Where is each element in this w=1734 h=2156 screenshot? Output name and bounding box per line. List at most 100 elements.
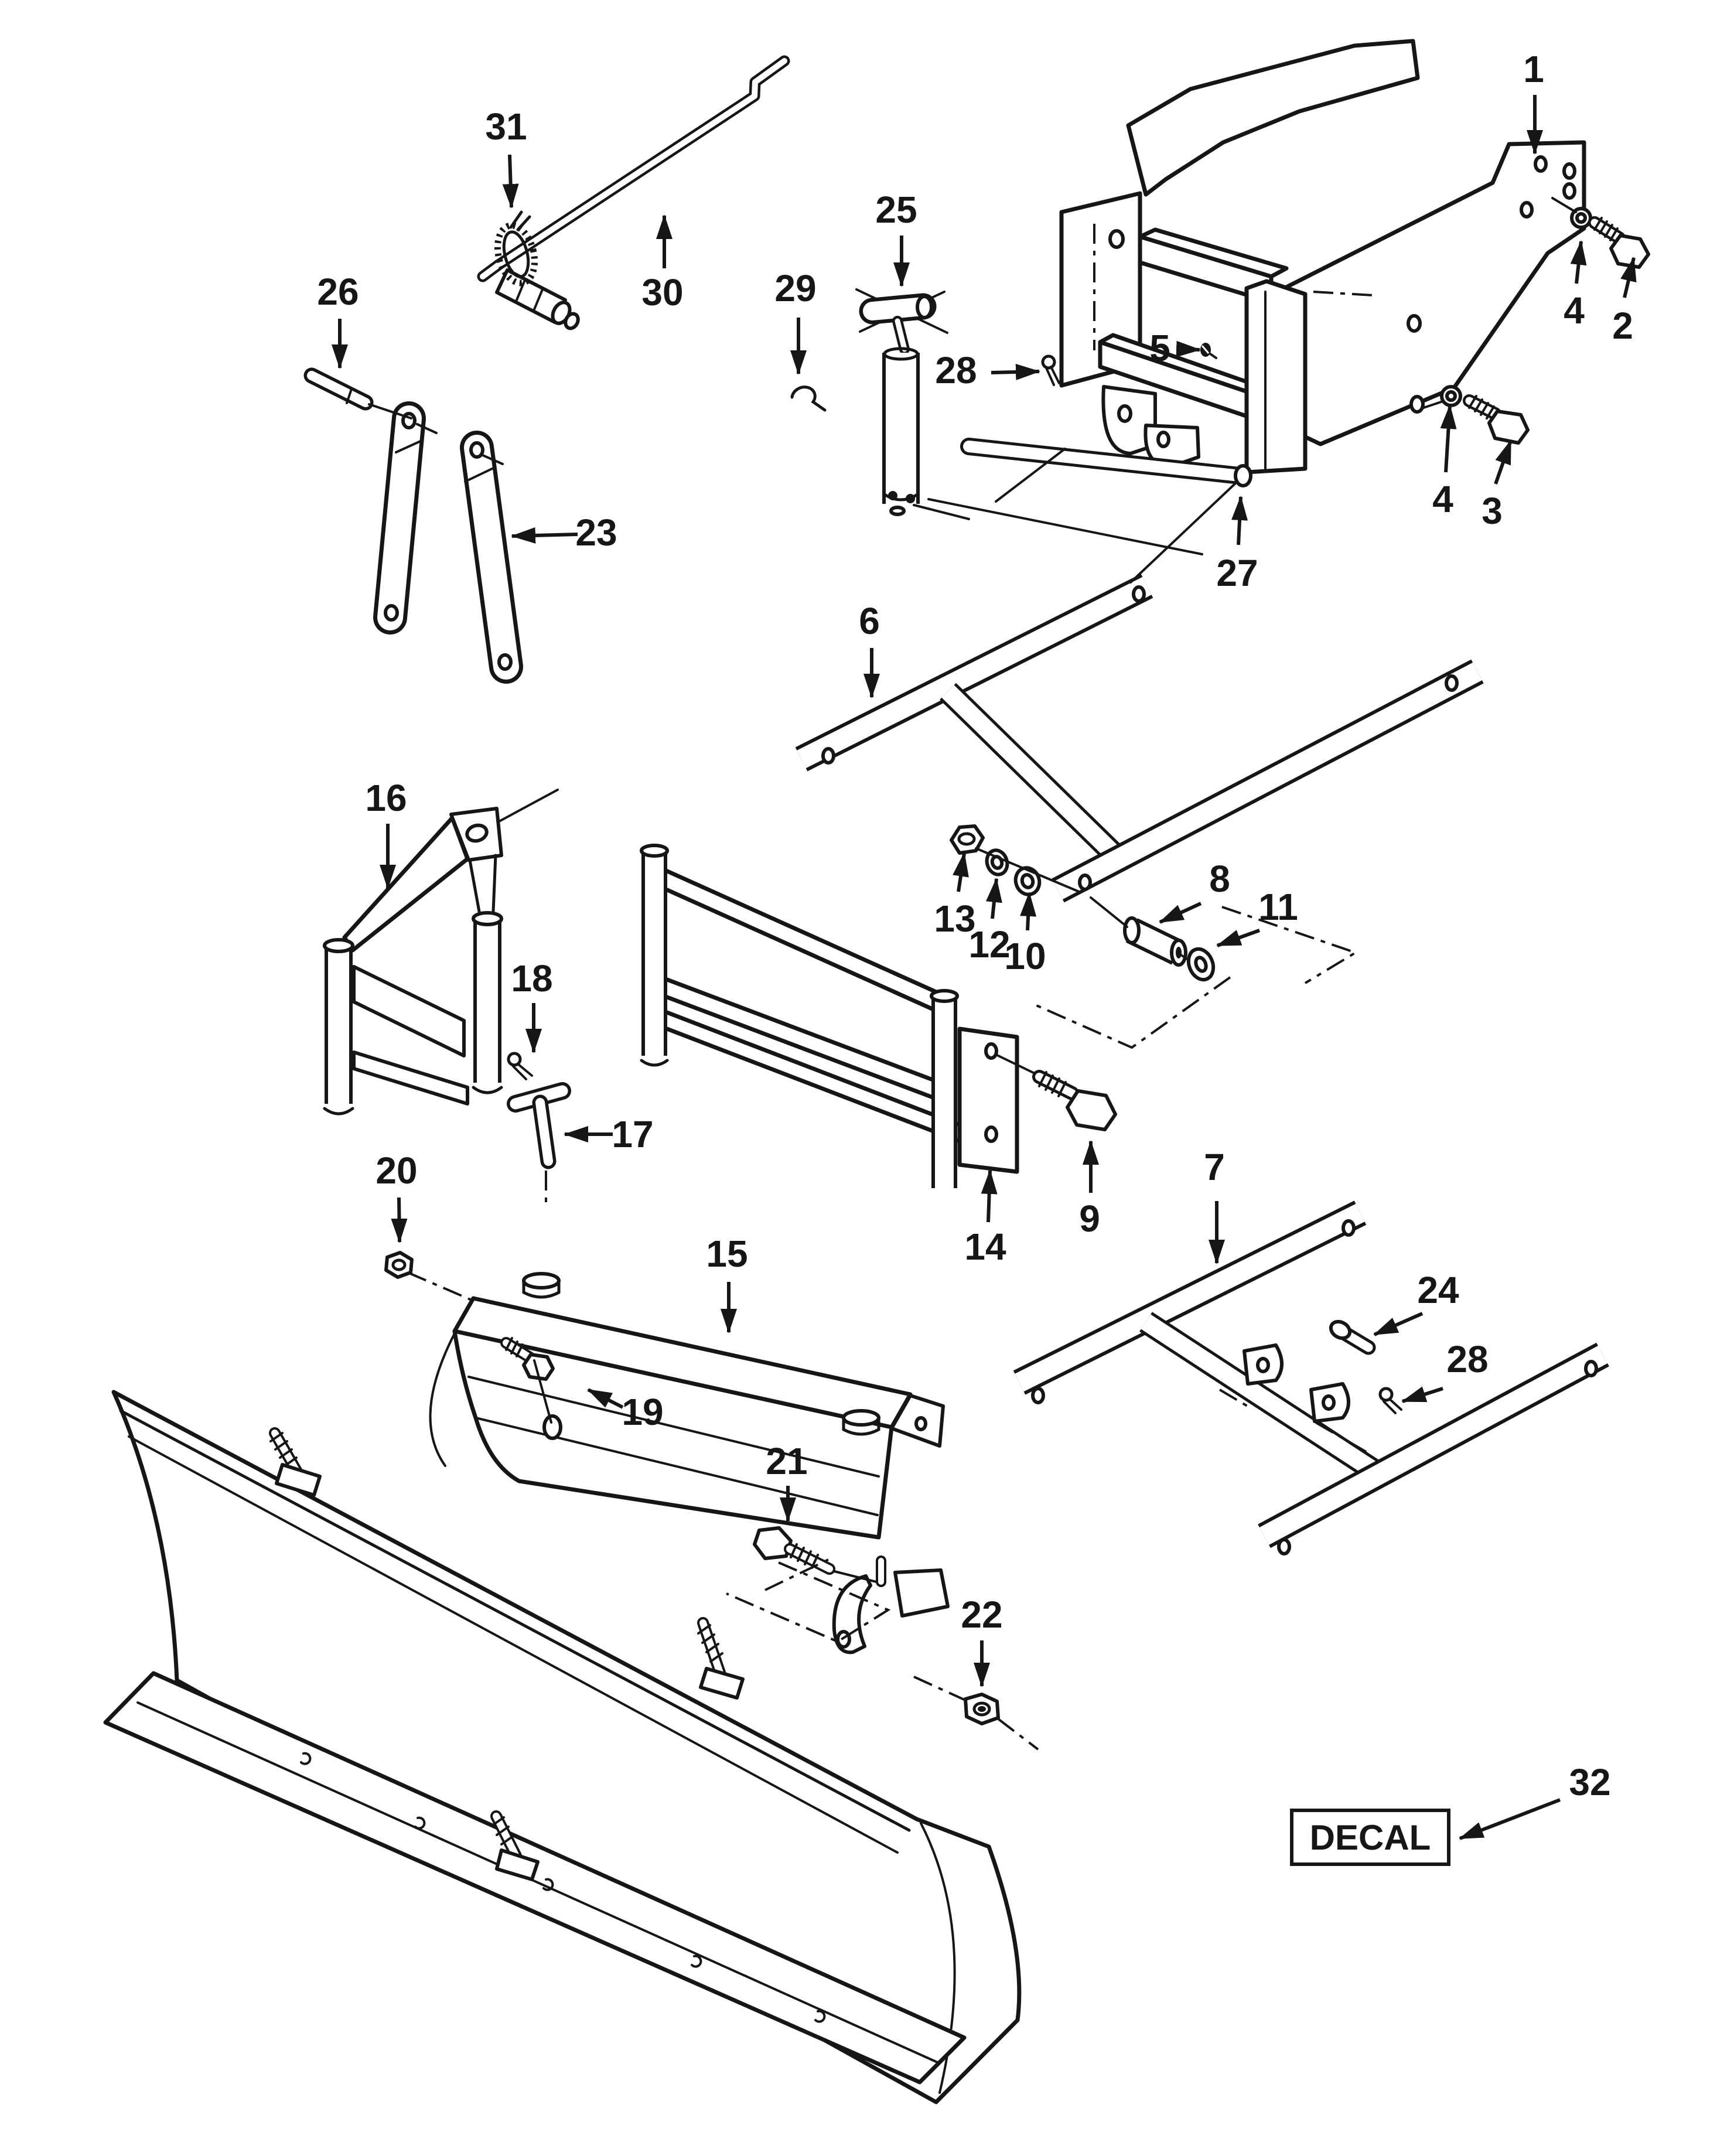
- callout-12: 12: [968, 878, 1011, 966]
- callout-arrow-3: [1494, 439, 1513, 485]
- callout-20: 20: [376, 1149, 418, 1243]
- callout-8: 8: [1159, 858, 1230, 924]
- callout-label-12: 12: [968, 923, 1010, 966]
- callout-2: 2: [1612, 257, 1637, 347]
- callout-label-17: 17: [612, 1113, 653, 1155]
- part-15-pivot-support: [429, 1272, 945, 1540]
- callout-label-16: 16: [365, 777, 407, 819]
- callout-label-11: 11: [1258, 886, 1298, 928]
- part-28-cotter-pin-upper: [1041, 354, 1060, 386]
- callout-label-26: 26: [317, 271, 359, 313]
- callout-arrow-11: [1216, 929, 1261, 947]
- callout-label-19: 19: [622, 1391, 663, 1433]
- callout-arrow-13: [953, 852, 969, 892]
- part-19-screw: [500, 1337, 555, 1381]
- callout-32: 32: [1459, 1761, 1611, 1840]
- callout-16: 16: [365, 777, 407, 889]
- callout-11: 11: [1216, 886, 1298, 947]
- callout-arrow-23: [511, 527, 578, 544]
- callout-arrow-32: [1459, 1798, 1561, 1840]
- part-24-clevis-pin: [1329, 1319, 1376, 1355]
- callout-9: 9: [1079, 1140, 1100, 1240]
- callout-label-2: 2: [1612, 305, 1633, 347]
- callout-23: 23: [511, 511, 617, 554]
- part-25-lift-cylinder: [855, 288, 948, 516]
- part-16-swivel-quadrant: [323, 789, 559, 1115]
- part-18-cotter-pin: [507, 1052, 533, 1080]
- callout-arrow-24: [1373, 1312, 1424, 1336]
- callout-label-20: 20: [376, 1149, 417, 1192]
- part-26-pin: [303, 367, 374, 411]
- callout-10: 10: [1004, 892, 1046, 977]
- part-7-angle-frame: [1013, 1200, 1609, 1555]
- callout-label-1: 1: [1523, 48, 1544, 90]
- callout-arrow-28: [1401, 1386, 1443, 1403]
- callout-label-28: 28: [935, 349, 977, 391]
- callout-7: 7: [1204, 1146, 1225, 1264]
- part-32-decal: DECAL: [1290, 1809, 1450, 1866]
- part-3-bolt-and-washer-4-lower: [1440, 385, 1530, 445]
- callout-label-28: 28: [1446, 1338, 1488, 1380]
- callout-6: 6: [859, 600, 880, 698]
- callout-arrow-4: [1440, 404, 1457, 473]
- part-6-lift-frame: [795, 574, 1484, 903]
- callout-label-7: 7: [1204, 1146, 1225, 1188]
- callout-label-31: 31: [485, 105, 527, 148]
- part-swivel-lock-latch: [832, 1555, 950, 1654]
- callout-label-29: 29: [774, 267, 816, 309]
- callout-label-22: 22: [961, 1594, 1002, 1636]
- callout-arrow-27: [1231, 496, 1248, 545]
- callout-28: 28: [935, 349, 1040, 391]
- callout-18: 18: [511, 957, 553, 1053]
- part-14-angle-frame: [640, 844, 1019, 1188]
- callout-label-24: 24: [1417, 1269, 1459, 1311]
- callout-label-30: 30: [641, 271, 683, 313]
- part-11-washer: [1186, 947, 1216, 982]
- callout-4: 4: [1432, 404, 1457, 520]
- decal-text: DECAL: [1310, 1818, 1431, 1857]
- callout-arrow-5: [1176, 340, 1201, 357]
- part-29-clip: [790, 386, 827, 412]
- callout-label-13: 13: [934, 898, 975, 940]
- callout-28: 28: [1401, 1338, 1489, 1403]
- part-23-link-straps: [373, 401, 523, 684]
- part-5-pin: [1200, 343, 1217, 359]
- callout-label-8: 8: [1209, 858, 1230, 900]
- callout-arrow-4: [1570, 240, 1587, 284]
- callout-30: 30: [641, 214, 684, 313]
- callout-5: 5: [1149, 327, 1201, 369]
- callout-arrow-8: [1159, 902, 1202, 924]
- callout-label-14: 14: [964, 1226, 1006, 1268]
- callout-25: 25: [875, 189, 917, 287]
- callout-4: 4: [1564, 240, 1587, 332]
- decal-box: [1290, 1809, 1450, 1866]
- callout-arrow-14: [981, 1169, 998, 1223]
- callout-3: 3: [1482, 439, 1513, 532]
- callout-label-32: 32: [1569, 1761, 1610, 1803]
- callout-label-27: 27: [1216, 552, 1258, 594]
- callout-label-5: 5: [1149, 327, 1170, 369]
- part-31-clamp: [494, 210, 538, 286]
- part-17-t-handle-pin: [507, 1082, 571, 1169]
- callout-label-4: 4: [1432, 478, 1453, 520]
- callout-arrow-2: [1620, 257, 1637, 298]
- callout-17: 17: [564, 1113, 654, 1155]
- part-28-cotter-pin-lower: [1378, 1387, 1402, 1414]
- part-blade-moldboard: [103, 1390, 1022, 2104]
- callout-arrow-20: [391, 1197, 408, 1243]
- callout-1: 1: [1523, 48, 1544, 155]
- part-8-spacer: [1123, 916, 1187, 967]
- callout-27: 27: [1216, 496, 1258, 594]
- callout-arrow-19: [587, 1388, 624, 1409]
- callout-label-6: 6: [859, 600, 880, 642]
- callout-21: 21: [766, 1440, 808, 1522]
- callout-label-25: 25: [875, 189, 917, 231]
- callout-14: 14: [964, 1169, 1006, 1268]
- part-9-bolt: [1032, 1070, 1117, 1131]
- part-21-bolt: [753, 1526, 835, 1575]
- callout-label-3: 3: [1482, 490, 1503, 532]
- callout-label-10: 10: [1004, 935, 1046, 977]
- callout-24: 24: [1373, 1269, 1459, 1336]
